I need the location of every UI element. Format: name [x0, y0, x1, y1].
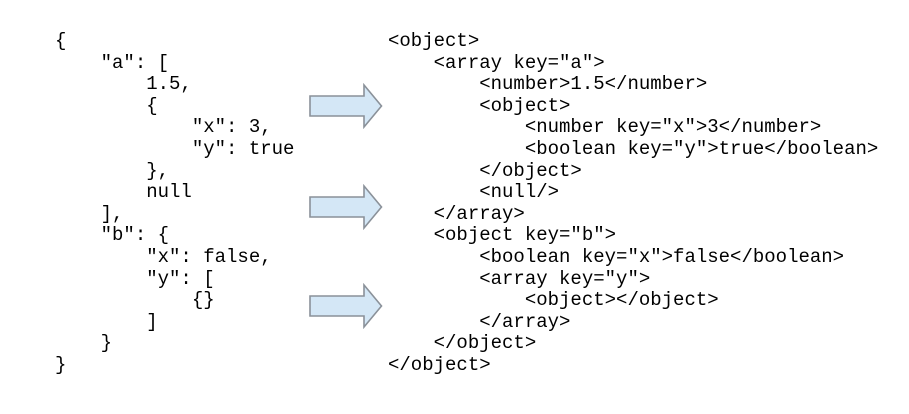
json-source-code: { "a": [ 1.5, { "x": 3, "y": true }, nul… — [55, 30, 295, 376]
right-arrow-shape — [309, 184, 383, 230]
right-arrow-icon — [309, 184, 383, 230]
right-arrow-shape — [309, 283, 383, 329]
right-arrow-icon — [309, 283, 383, 329]
xml-output-code: <object> <array key="a"> <number>1.5</nu… — [388, 30, 879, 376]
right-arrow-icon — [309, 83, 383, 129]
right-arrow-shape — [309, 83, 383, 129]
